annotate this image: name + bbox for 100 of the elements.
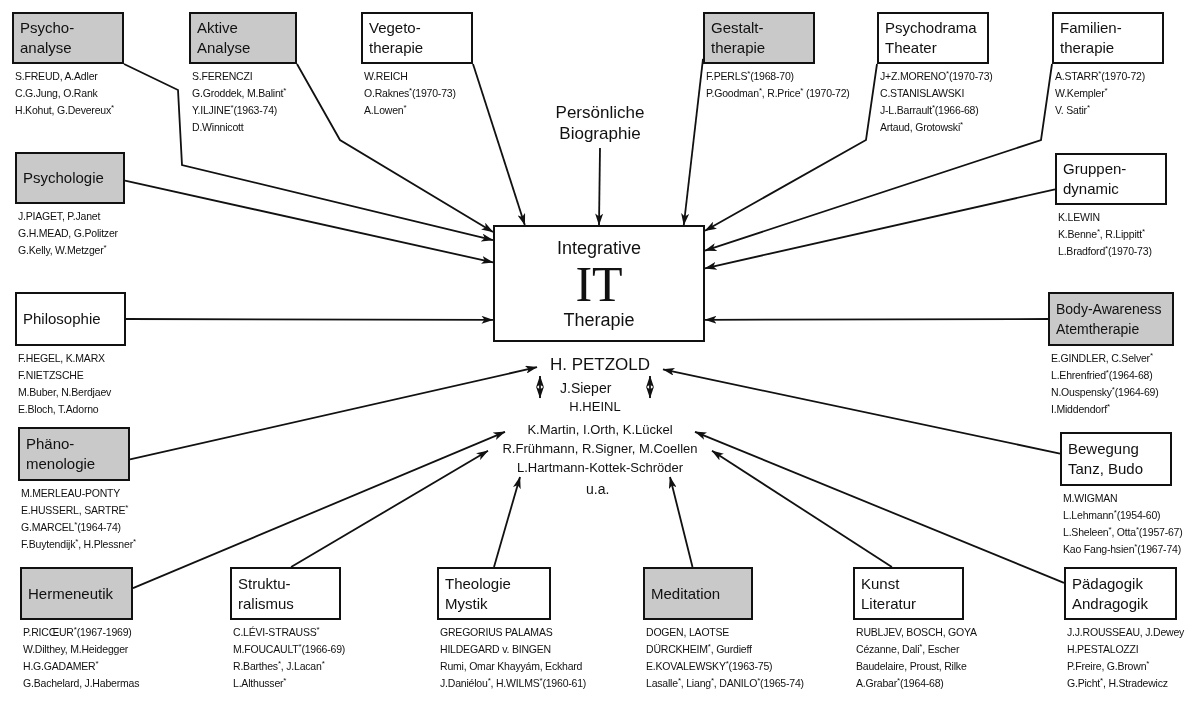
topic-heading: Meditation (651, 583, 721, 604)
person-name: C.LÉVI-STRAUSS$^{*}$ (233, 624, 321, 640)
topic-heading: Psychodrama Theater (885, 18, 977, 58)
person-name: G.Kelly, W.Metzger$^{*}$ (18, 242, 108, 258)
arrow (296, 63, 494, 233)
person-name: L.Althusser$^{*}$ (233, 675, 288, 691)
person-name: M.WIGMAN (1063, 491, 1119, 506)
person-name: J-L.Barrault$^{*}$(1966-68) (880, 102, 980, 118)
person-name: M.Buber, N.Berdjaev (18, 385, 112, 400)
person-name: E.KOVALEWSKY$^{*}$(1963-75) (646, 658, 774, 674)
person-name: F.HEGEL, K.MARX (18, 351, 106, 366)
person-name: J.Sieper (560, 380, 612, 396)
topic-box (1060, 432, 1172, 486)
person-name: RUBLJEV, BOSCH, GOYA (856, 625, 977, 640)
person-name: C.G.Jung, O.Rank (15, 86, 99, 101)
arrow (472, 63, 526, 226)
person-name: H.PESTALOZZI (1067, 642, 1140, 657)
person-name: H.Kohut, G.Devereux$^{*}$ (15, 102, 114, 118)
topic-heading: Philosophie (23, 309, 101, 329)
person-name: DÜRCKHEIM$^{*}$, Gurdieff (646, 641, 753, 657)
topic-box (877, 12, 989, 64)
person-name: G.H.MEAD, G.Politzer (18, 226, 118, 241)
arrow (646, 375, 654, 399)
person-name: S.FREUD, A.Adler (15, 69, 99, 84)
topic-box (1055, 153, 1167, 205)
person-names: H. PETZOLD (537, 354, 663, 376)
topic-box (15, 152, 125, 204)
topic-box (853, 567, 964, 620)
topic-heading: Gestalt- therapie (711, 18, 766, 58)
person-name: J.J.ROUSSEAU, J.Dewey (1067, 625, 1185, 640)
arrow (132, 430, 506, 590)
arrow (662, 367, 1061, 455)
person-name: H.G.GADAMER$^{*}$ (23, 658, 100, 674)
topic-box (1064, 567, 1177, 620)
person-name: F.PERLS$^{*}$(1968-70) (706, 68, 795, 84)
person-name: J.PIAGET, P.Janet (18, 209, 102, 224)
arrow (668, 476, 694, 568)
person-name: E.HUSSERL, SARTRE$^{*}$ (21, 502, 130, 518)
arrow (595, 147, 604, 226)
person-name: O.Raknes$^{*}$(1970-73) (364, 85, 456, 101)
topic-heading: Vegeto- therapie (369, 18, 424, 58)
topic-heading: Theologie Mystik (445, 573, 511, 614)
arrow (681, 57, 704, 226)
topic-box (703, 12, 815, 64)
topic-box (18, 427, 130, 481)
topic-box (361, 12, 473, 64)
center-box (493, 225, 705, 342)
arrow (123, 63, 494, 242)
person-name: F.Buytendijk$^{*}$, H.Plessner$^{*}$ (21, 536, 136, 552)
arrow (124, 179, 494, 264)
person-name: L.Ehrenfried$^{*}$(1964-68) (1051, 367, 1154, 383)
center-title: Integrative (556, 236, 642, 259)
topic-heading: Pädagogik Andragogik (1072, 573, 1148, 614)
topic-heading: Hermeneutik (28, 583, 114, 604)
center-title: Therapie (563, 308, 635, 331)
person-name: P.RICŒUR$^{*}$(1967-1969) (23, 624, 133, 640)
person-name: Kao Fang-hsien$^{*}$(1967-74) (1063, 541, 1182, 557)
person-name: J+Z.MORENO$^{*}$(1970-73) (880, 68, 993, 84)
topic-heading: Aktive Analyse (197, 18, 251, 58)
person-name: G.Bachelard, J.Habermas (23, 676, 140, 691)
arrow (704, 188, 1056, 270)
person-name: J.Daniélou$^{*}$, H.WILMS$^{*}$(1960-61) (440, 675, 587, 691)
topic-heading: Phäno- menologie (26, 434, 96, 474)
person-name: Y.ILJINE$^{*}$(1963-74) (192, 102, 279, 118)
topic-heading: Psychologie (23, 168, 104, 188)
person-name: W.Dilthey, M.Heidegger (23, 642, 130, 657)
person-name: K.LEWIN (1058, 210, 1101, 225)
arrow (704, 63, 878, 232)
person-names: H.HEINL (535, 398, 655, 416)
person-name: HILDEGARD v. BINGEN (440, 642, 552, 657)
person-name: L.Sheleen$^{*}$, Otta$^{*}$(1957-67) (1063, 524, 1183, 540)
arrow (711, 449, 893, 568)
topic-heading: Body-Awareness Atemtherapie (1056, 300, 1163, 339)
topic-box (12, 12, 124, 64)
person-name: DOGEN, LAOTSE (646, 625, 731, 640)
person-name: K.Benne$^{*}$, R.Lippitt$^{*}$ (1058, 226, 1146, 242)
person-name: Lasalle$^{*}$, Liang$^{*}$, DANILO$^{*}$(1965-74) (646, 675, 804, 691)
person-name: G.Picht$^{*}$, H.Stradewicz (1067, 675, 1169, 691)
person-name: L.Lehmann$^{*}$(1954-60) (1063, 507, 1162, 523)
person-name: W.REICH (364, 69, 409, 84)
person-name: N.Ouspensky$^{*}$(1964-69) (1051, 384, 1159, 400)
topic-box (230, 567, 341, 620)
person-name: C.STANISLAWSKI (880, 86, 966, 101)
person-name: L.Bradford$^{*}$(1970-73) (1058, 243, 1152, 259)
topic-box (643, 567, 753, 620)
person-name: I.Middendorf$^{*}$ (1051, 401, 1111, 417)
arrow (704, 63, 1053, 252)
person-name: G.MARCEL$^{*}$(1964-74) (21, 519, 122, 535)
arrow (536, 375, 544, 399)
person-name: V. Satir$^{*}$ (1055, 102, 1091, 118)
person-name: Artaud, Grotowski$^{*}$ (880, 119, 964, 135)
arrow (290, 449, 489, 568)
topic-box (437, 567, 551, 620)
person-name: A.STARR$^{*}$(1970-72) (1055, 68, 1145, 84)
arrow (493, 476, 521, 568)
person-names: L.Hartmann-Kottek-Schröder (500, 459, 700, 477)
topic-box (20, 567, 133, 620)
person-name: S.FERENCZI (192, 69, 254, 84)
person-name: A.Lowen$^{*}$ (364, 102, 408, 118)
person-name: P.Goodman$^{*}$, R.Price$^{*}$ (1970-72) (706, 85, 850, 101)
